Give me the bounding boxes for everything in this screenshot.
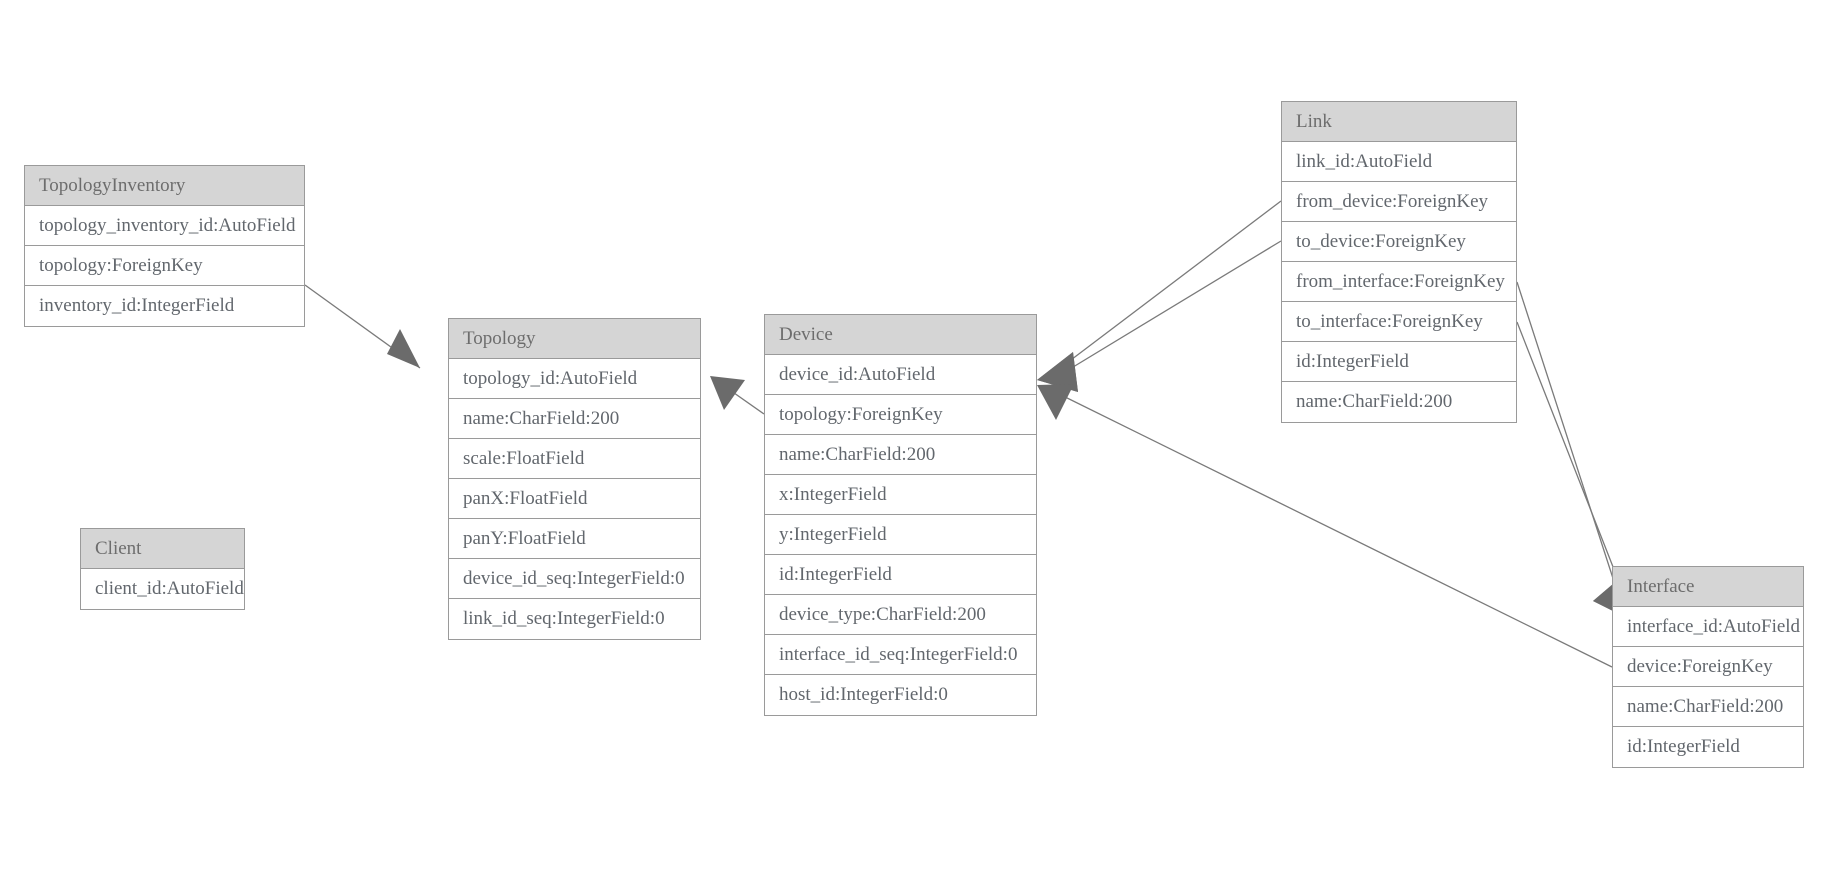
entity-field: device_id:AutoField [765, 355, 1036, 395]
entity-field: scale:FloatField [449, 439, 700, 479]
entity-field: topology:ForeignKey [25, 246, 304, 286]
entity-field: id:IntegerField [1613, 727, 1803, 767]
entity-field: name:CharField:200 [1613, 687, 1803, 727]
entity-field: client_id:AutoField [81, 569, 244, 609]
entity-field: interface_id_seq:IntegerField:0 [765, 635, 1036, 675]
relationship-arrowhead [387, 329, 420, 368]
relationship-arrowhead [1037, 384, 1074, 420]
entity-field: link_id_seq:IntegerField:0 [449, 599, 700, 639]
entity-field: name:CharField:200 [1282, 382, 1516, 422]
relationship-line [1054, 240, 1282, 379]
entity-field: x:IntegerField [765, 475, 1036, 515]
entity-field: to_device:ForeignKey [1282, 222, 1516, 262]
rel-device-topology [710, 376, 765, 415]
relationship-arrowhead [1037, 352, 1078, 392]
rel-link-from-interface [1516, 281, 1627, 618]
entity-field: name:CharField:200 [449, 399, 700, 439]
relationship-line [716, 380, 765, 415]
entity-field: device_id_seq:IntegerField:0 [449, 559, 700, 599]
entity-field: interface_id:AutoField [1613, 607, 1803, 647]
rel-interface-device [1037, 384, 1613, 668]
entity-title-topologyinventory: TopologyInventory [25, 166, 304, 206]
entity-field: topology_inventory_id:AutoField [25, 206, 304, 246]
entity-field: device:ForeignKey [1613, 647, 1803, 687]
entity-title-device: Device [765, 315, 1036, 355]
entity-field: topology:ForeignKey [765, 395, 1036, 435]
relationship-line [1054, 391, 1613, 668]
entity-field: y:IntegerField [765, 515, 1036, 555]
relationship-line [304, 284, 421, 369]
entity-field: host_id:IntegerField:0 [765, 675, 1036, 715]
entity-field: name:CharField:200 [765, 435, 1036, 475]
entity-field: topology_id:AutoField [449, 359, 700, 399]
relationship-line [1054, 200, 1282, 373]
entity-field: id:IntegerField [1282, 342, 1516, 382]
entity-field: from_interface:ForeignKey [1282, 262, 1516, 302]
entity-title-client: Client [81, 529, 244, 569]
rel-link-to-device [1037, 240, 1282, 392]
rel-topologyinventory-topology [304, 284, 421, 369]
relationship-line [1516, 281, 1621, 601]
entity-title-interface: Interface [1613, 567, 1803, 607]
entity-field: id:IntegerField [765, 555, 1036, 595]
entity-title-topology: Topology [449, 319, 700, 359]
rel-link-from-device [1037, 200, 1282, 392]
entity-field: from_device:ForeignKey [1282, 182, 1516, 222]
entity-field: panX:FloatField [449, 479, 700, 519]
relationship-arrowhead [1037, 352, 1078, 392]
relationship-line [1516, 321, 1627, 601]
entity-field: to_interface:ForeignKey [1282, 302, 1516, 342]
entity-field: panY:FloatField [449, 519, 700, 559]
entity-field: inventory_id:IntegerField [25, 286, 304, 326]
relationship-arrowhead [710, 376, 745, 410]
rel-link-to-interface [1516, 321, 1627, 618]
entity-field: link_id:AutoField [1282, 142, 1516, 182]
entity-title-link: Link [1282, 102, 1516, 142]
entity-field: device_type:CharField:200 [765, 595, 1036, 635]
